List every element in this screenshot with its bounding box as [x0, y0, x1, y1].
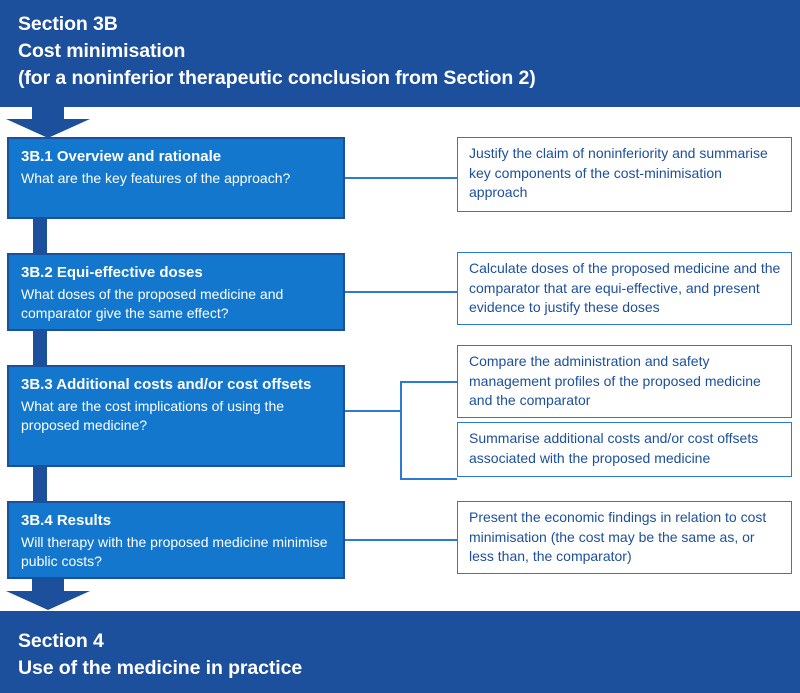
connector-3b3-upper	[400, 381, 457, 383]
arrow-head	[6, 591, 90, 610]
step-question-3b4: Will therapy with the proposed medicine …	[21, 534, 328, 569]
connector-3b2	[345, 291, 457, 293]
header-line-3: (for a noninferior therapeutic conclusio…	[18, 67, 536, 89]
connector-3b3-riser	[400, 382, 402, 480]
spine-connector-2	[33, 330, 47, 366]
connector-3b4	[345, 539, 457, 541]
desc-box-3b4-1: Present the economic findings in relatio…	[457, 501, 792, 574]
step-title-3b4: 3B.4 Results	[21, 512, 112, 529]
step-box-3b3[interactable]: 3B.3 Additional costs and/or cost offset…	[7, 365, 345, 467]
step-title-3b1: 3B.1 Overview and rationale	[21, 148, 222, 165]
step-title-3b3: 3B.3 Additional costs and/or cost offset…	[21, 376, 312, 393]
section-header-banner: Section 3B Cost minimisation (for a noni…	[0, 0, 800, 107]
step-question-3b1: What are the key features of the approac…	[21, 170, 291, 186]
arrow-head	[6, 119, 90, 138]
connector-3b3-lower	[400, 478, 457, 480]
header-line-2: Cost minimisation	[18, 40, 186, 62]
section-footer-banner: Section 4 Use of the medicine in practic…	[0, 611, 800, 693]
desc-box-3b3-1: Compare the administration and safety ma…	[457, 345, 792, 418]
desc-box-3b1-1: Justify the claim of noninferiority and …	[457, 137, 792, 212]
connector-3b3-stem	[345, 410, 402, 412]
step-question-3b3: What are the cost implications of using …	[21, 398, 285, 433]
desc-box-3b3-2: Summarise additional costs and/or cost o…	[457, 422, 792, 477]
down-arrow-icon-bottom	[6, 578, 90, 610]
desc-box-3b2-1: Calculate doses of the proposed medicine…	[457, 252, 792, 325]
arrow-shaft	[32, 578, 64, 592]
connector-3b1	[345, 177, 457, 179]
step-box-3b2[interactable]: 3B.2 Equi-effective doses What doses of …	[7, 253, 345, 331]
spine-connector-1	[33, 218, 47, 254]
footer-line-1: Section 4	[18, 630, 104, 652]
spine-connector-3	[33, 466, 47, 502]
header-line-1: Section 3B	[18, 13, 118, 35]
step-question-3b2: What doses of the proposed medicine and …	[21, 286, 284, 321]
step-box-3b1[interactable]: 3B.1 Overview and rationale What are the…	[7, 137, 345, 219]
footer-line-2: Use of the medicine in practice	[18, 657, 303, 679]
step-title-3b2: 3B.2 Equi-effective doses	[21, 264, 203, 281]
arrow-shaft	[32, 106, 64, 120]
down-arrow-icon-top	[6, 106, 90, 138]
step-box-3b4[interactable]: 3B.4 Results Will therapy with the propo…	[7, 501, 345, 579]
